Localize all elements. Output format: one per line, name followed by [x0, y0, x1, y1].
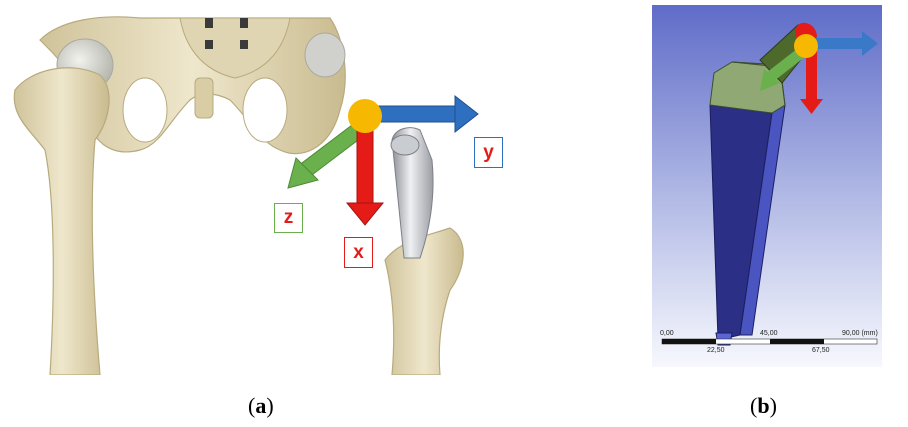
y-axis-arrow: [378, 96, 478, 132]
fe-model-view: [652, 5, 882, 367]
scale-label-67: 67,50: [812, 347, 830, 354]
z-axis-arrow: [288, 125, 362, 188]
scale-label-45: 45,00: [760, 330, 778, 337]
z-axis-label: z: [274, 203, 303, 233]
y-axis-label: y: [474, 137, 503, 168]
origin-marker-b: [794, 34, 818, 58]
caption-a: (a): [248, 393, 274, 419]
coordinate-system-a: [0, 0, 560, 375]
panel-a-hip-anatomy: y z x: [0, 0, 560, 375]
panel-b-fe-model: 0,00 45,00 90,00 (mm) 22,50 67,50: [652, 5, 882, 367]
scale-label-22: 22,50: [707, 347, 725, 354]
scale-label-0: 0,00: [660, 330, 674, 337]
origin-marker: [348, 99, 382, 133]
x-axis-label: x: [344, 237, 373, 268]
scale-bar: [662, 339, 877, 344]
caption-b: (b): [750, 393, 777, 419]
scale-label-90: 90,00 (mm): [842, 330, 878, 337]
